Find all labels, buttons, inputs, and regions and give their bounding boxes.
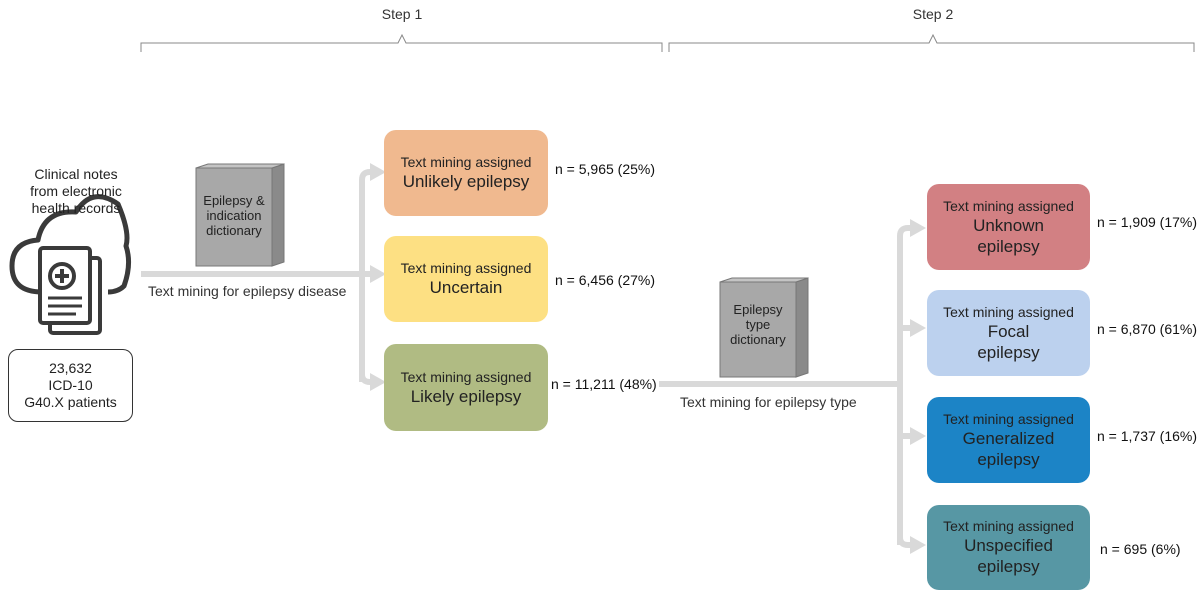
result-main-label: epilepsy bbox=[977, 557, 1040, 576]
result-main-label: Likely epilepsy bbox=[410, 386, 522, 406]
count-unspecified: n = 695 (6%) bbox=[1100, 541, 1181, 557]
dictionary-line: dictionary bbox=[206, 223, 262, 238]
dictionary-line: type bbox=[745, 317, 771, 332]
source-label-line: from electronic bbox=[30, 183, 122, 199]
count-likely: n = 11,211 (48%) bbox=[551, 376, 657, 392]
patients-line: ICD-10 bbox=[48, 377, 93, 393]
step1-brace bbox=[140, 33, 663, 52]
result-focal-epilepsy: Text mining assigned Focal epilepsy bbox=[927, 290, 1090, 376]
count-generalized: n = 1,737 (16%) bbox=[1097, 428, 1198, 444]
result-sub-label: Text mining assigned bbox=[943, 303, 1074, 320]
count-unknown: n = 1,909 (17%) bbox=[1097, 214, 1198, 230]
step1-arrows bbox=[141, 163, 386, 391]
book-icon bbox=[719, 277, 809, 378]
book-icon bbox=[195, 163, 285, 267]
source-label-line: health records bbox=[31, 200, 121, 216]
count-uncertain: n = 6,456 (27%) bbox=[555, 272, 656, 288]
result-sub-label: Text mining assigned bbox=[400, 368, 532, 385]
dictionary-1-label: Epilepsy & indication dictionary bbox=[198, 193, 270, 238]
count-unlikely: n = 5,965 (25%) bbox=[555, 161, 656, 177]
count-focal: n = 6,870 (61%) bbox=[1097, 321, 1198, 337]
caption-epilepsy-disease: Text mining for epilepsy disease bbox=[148, 283, 347, 299]
dictionary-2-label: Epilepsy type dictionary bbox=[722, 302, 794, 347]
dictionary-line: dictionary bbox=[730, 332, 786, 347]
result-sub-label: Text mining assigned bbox=[943, 410, 1074, 427]
result-unknown-epilepsy: Text mining assigned Unknown epilepsy bbox=[927, 184, 1090, 270]
step2-brace bbox=[668, 33, 1195, 52]
dictionary-line: indication bbox=[206, 208, 262, 223]
result-likely-epilepsy: Text mining assigned Likely epilepsy bbox=[384, 344, 548, 431]
result-main-label: epilepsy bbox=[977, 236, 1040, 256]
patients-count-box: 23,632 ICD-10 G40.X patients bbox=[8, 349, 133, 422]
step1-label: Step 1 bbox=[381, 6, 423, 22]
result-main-label: Generalized bbox=[962, 428, 1055, 448]
step2-arrows bbox=[659, 219, 926, 554]
result-main-label: epilepsy bbox=[977, 449, 1040, 469]
result-main-label: Uncertain bbox=[429, 278, 503, 297]
result-main-label: Unknown bbox=[973, 215, 1044, 235]
result-main-label: Focal bbox=[987, 321, 1030, 341]
result-sub-label: Text mining assigned bbox=[943, 197, 1074, 214]
result-sub-label: Text mining assigned bbox=[400, 154, 532, 170]
result-sub-label: Text mining assigned bbox=[943, 518, 1074, 534]
dictionary-line: Epilepsy bbox=[733, 302, 783, 317]
result-unlikely-epilepsy: Text mining assigned Unlikely epilepsy bbox=[384, 130, 548, 216]
result-sub-label: Text mining assigned bbox=[400, 260, 532, 276]
cloud-document-icon bbox=[9, 194, 132, 335]
patients-line: 23,632 bbox=[49, 360, 92, 376]
result-main-label: Unlikely epilepsy bbox=[402, 172, 530, 191]
caption-epilepsy-type: Text mining for epilepsy type bbox=[680, 394, 857, 410]
result-unspecified-epilepsy: Text mining assigned Unspecified epileps… bbox=[927, 505, 1090, 590]
result-main-label: Unspecified bbox=[964, 536, 1053, 555]
dictionary-line: Epilepsy & bbox=[203, 193, 265, 208]
result-uncertain: Text mining assigned Uncertain bbox=[384, 236, 548, 322]
source-label: Clinical notes from electronic health re… bbox=[16, 166, 136, 217]
patients-line: G40.X patients bbox=[24, 394, 117, 410]
source-label-line: Clinical notes bbox=[34, 166, 118, 182]
result-main-label: epilepsy bbox=[977, 342, 1040, 362]
step2-label: Step 2 bbox=[912, 6, 954, 22]
result-generalized-epilepsy: Text mining assigned Generalized epileps… bbox=[927, 397, 1090, 483]
